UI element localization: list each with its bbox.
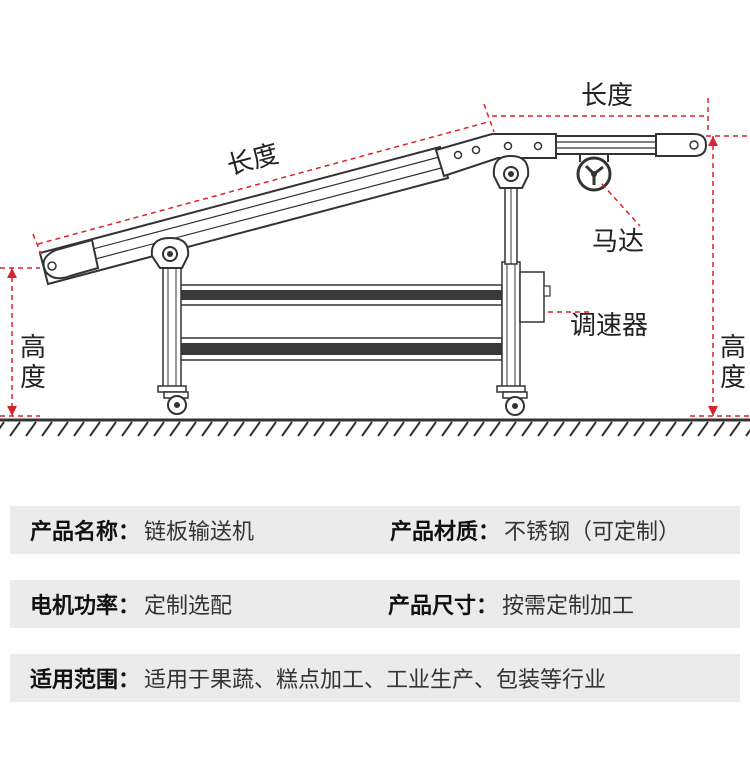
top-conveyor: [555, 133, 708, 157]
frame-belt-section: [179, 284, 503, 361]
top-length-label: 长度: [581, 81, 633, 111]
spec-material: 产品材质： 不锈钢（可定制）: [390, 514, 680, 546]
right-caster: [502, 391, 528, 416]
conveyor-diagram: 长度 长度 马达 调速器 高度 高度: [0, 81, 750, 437]
right-pivot: [492, 154, 530, 189]
spec-scope: 适用范围： 适用于果蔬、糕点加工、工业生产、包装等行业: [30, 662, 606, 694]
spec-key: 适用范围: [30, 668, 119, 693]
ground: [0, 418, 750, 437]
spec-row-1: 产品名称： 链板输送机 产品材质： 不锈钢（可定制）: [10, 506, 740, 554]
spec-value: 适用于果蔬、糕点加工、工业生产、包装等行业: [144, 668, 607, 693]
spec-product-name: 产品名称： 链板输送机: [30, 514, 254, 546]
spec-value: 定制选配: [144, 594, 233, 619]
left-pivot: [150, 236, 190, 269]
spec-value: 不锈钢（可定制）: [504, 520, 681, 545]
motor-label: 马达: [592, 227, 644, 257]
spec-key: 产品名称: [30, 520, 119, 545]
right-leg: [496, 261, 551, 393]
spec-row-3: 适用范围： 适用于果蔬、糕点加工、工业生产、包装等行业: [10, 654, 740, 702]
dimension-arrows: [7, 136, 718, 416]
incline-conveyor: [38, 145, 450, 286]
slope-length-label: 长度: [224, 139, 282, 181]
left-caster: [163, 391, 189, 415]
spec-key: 产品材质: [390, 520, 479, 545]
motor: [576, 154, 612, 192]
bend-joint: [434, 133, 557, 178]
spec-row-2: 电机功率： 定制选配 产品尺寸： 按需定制加工: [10, 580, 740, 628]
left-leg: [157, 261, 187, 393]
right-height-label: 高度: [720, 333, 746, 393]
dimension-lines: [0, 98, 750, 417]
spec-value: 按需定制加工: [502, 594, 635, 619]
speed-controller-box: [519, 271, 545, 323]
slope-length-dimension: [37, 121, 489, 245]
spec-key: 产品尺寸: [388, 594, 477, 619]
spec-motor-config: 电机功率： 定制选配: [30, 588, 232, 620]
spec-size: 产品尺寸： 按需定制加工: [388, 588, 634, 620]
spec-key: 电机功率: [30, 594, 119, 619]
spec-value: 链板输送机: [144, 520, 255, 545]
speed-controller-label: 调速器: [570, 311, 648, 341]
left-height-label: 高度: [20, 333, 46, 393]
motor-leader: [601, 183, 641, 227]
